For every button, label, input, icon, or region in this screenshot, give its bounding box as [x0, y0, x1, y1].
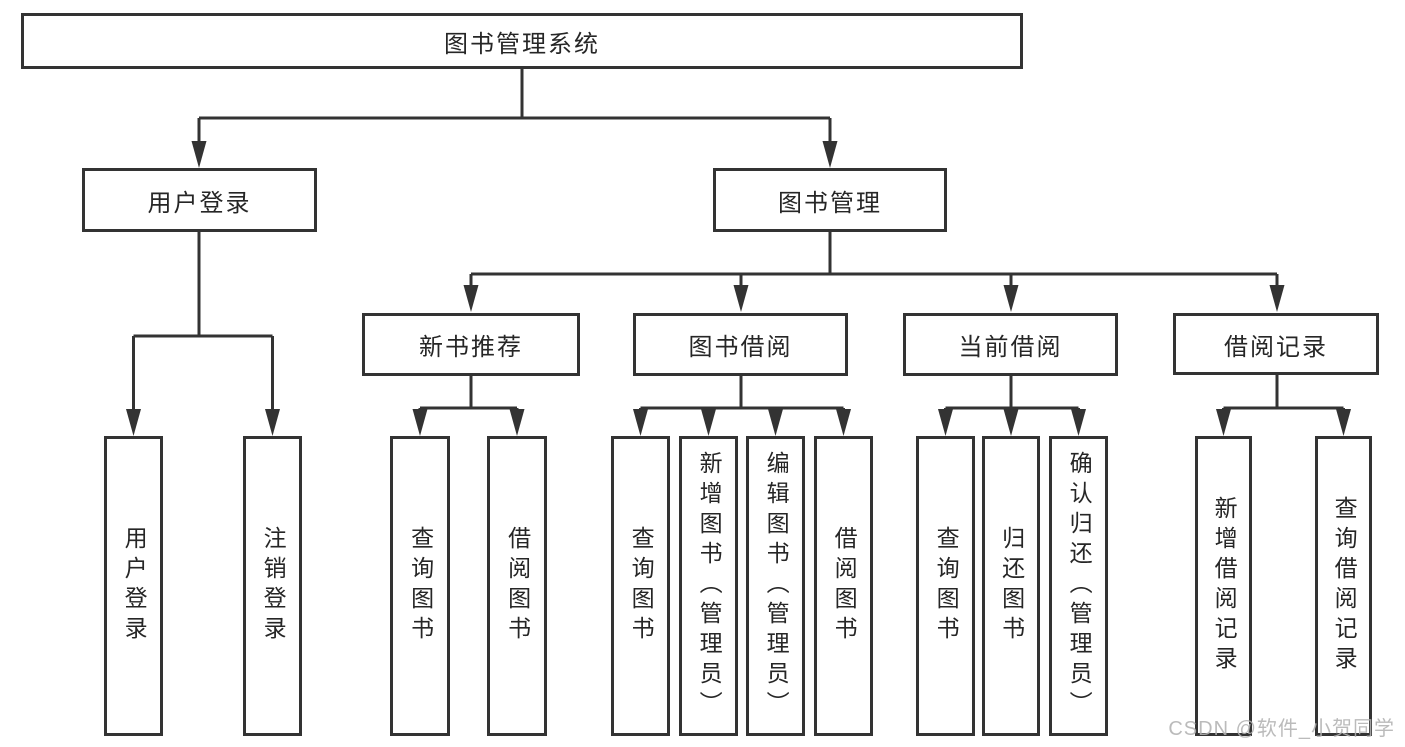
leaf-borrow-books-1-label: 借阅图书	[504, 526, 531, 646]
leaf-borrow-books-1: 借阅图书	[487, 436, 547, 736]
leaf-add-book-admin: 新增图书（管理员）	[679, 436, 738, 736]
connector-new-book-to-leaves	[418, 376, 519, 420]
leaf-query-books-2-label: 查询图书	[628, 526, 655, 646]
connector-borrow-record-to-leaves	[1222, 375, 1345, 420]
leaf-add-borrow-record-label: 新增借阅记录	[1211, 496, 1238, 676]
connector-book-mgmt-to-level3	[469, 232, 1279, 296]
leaf-query-borrow-record-label: 查询借阅记录	[1331, 496, 1358, 676]
node-root: 图书管理系统	[21, 13, 1023, 69]
leaf-query-books-2: 查询图书	[611, 436, 670, 736]
leaf-confirm-return-admin-label: 确认归还（管理员）	[1066, 451, 1093, 721]
leaf-user-login-label: 用户登录	[121, 526, 148, 646]
node-user-login-label: 用户登录	[147, 189, 252, 217]
leaf-query-books-3-label: 查询图书	[933, 526, 960, 646]
node-borrowing-records: 借阅记录	[1173, 313, 1379, 375]
connector-root-to-level2	[197, 69, 832, 152]
leaf-return-book: 归还图书	[982, 436, 1040, 736]
node-borrowing-records-label: 借阅记录	[1224, 333, 1328, 361]
node-root-label: 图书管理系统	[444, 30, 600, 58]
leaf-borrow-books-2-label: 借阅图书	[831, 526, 858, 646]
leaf-logout: 注销登录	[243, 436, 302, 736]
node-book-borrowing-label: 图书借阅	[688, 334, 793, 361]
connector-book-borrow-to-leaves	[639, 376, 845, 420]
leaf-add-book-admin-label: 新增图书（管理员）	[696, 451, 723, 721]
leaf-query-books-3: 查询图书	[916, 436, 975, 736]
node-new-book-recommend-label: 新书推荐	[419, 334, 523, 361]
node-book-borrowing: 图书借阅	[633, 313, 848, 376]
leaf-borrow-books-2: 借阅图书	[814, 436, 873, 736]
arrowheads	[126, 141, 1351, 436]
node-current-borrowing-label: 当前借阅	[958, 334, 1063, 361]
leaf-query-books-1-label: 查询图书	[407, 526, 434, 646]
leaf-add-borrow-record: 新增借阅记录	[1195, 436, 1252, 736]
node-book-management: 图书管理	[713, 168, 947, 232]
leaf-query-borrow-record: 查询借阅记录	[1315, 436, 1372, 736]
connector-user-login-to-leaves	[132, 232, 274, 420]
watermark: CSDN @软件_小贺同学	[1168, 718, 1395, 740]
node-book-management-label: 图书管理	[778, 189, 882, 217]
leaf-edit-book-admin: 编辑图书（管理员）	[746, 436, 805, 736]
node-user-login: 用户登录	[82, 168, 317, 232]
leaf-edit-book-admin-label: 编辑图书（管理员）	[763, 451, 790, 721]
leaf-return-book-label: 归还图书	[998, 526, 1025, 646]
leaf-confirm-return-admin: 确认归还（管理员）	[1049, 436, 1108, 736]
node-new-book-recommend: 新书推荐	[362, 313, 580, 376]
leaf-query-books-1: 查询图书	[390, 436, 450, 736]
node-current-borrowing: 当前借阅	[903, 313, 1118, 376]
leaf-logout-label: 注销登录	[260, 526, 287, 646]
leaf-user-login: 用户登录	[104, 436, 163, 736]
